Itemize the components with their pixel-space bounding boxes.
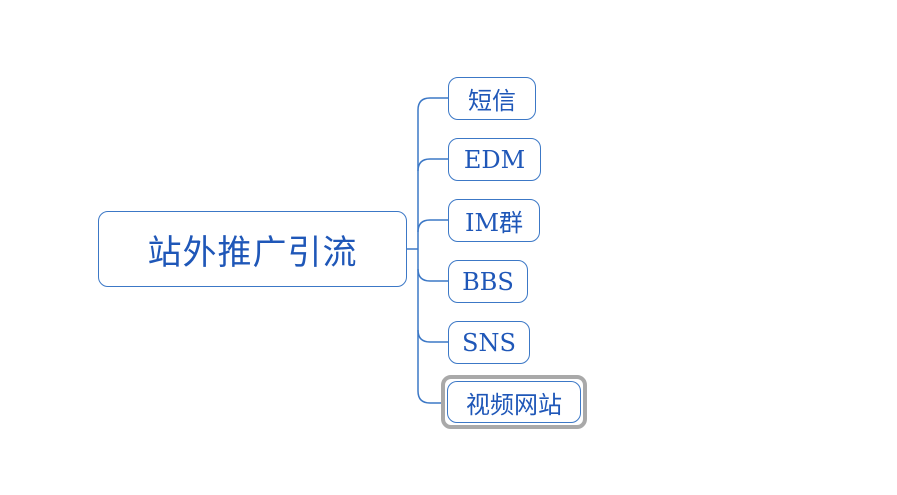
subtopic-sms[interactable]: 短信 — [448, 77, 536, 120]
subtopic-bbs-label: BBS — [462, 267, 514, 296]
branch-line-5 — [417, 390, 444, 404]
branch-line-4 — [417, 329, 448, 343]
subtopic-bbs[interactable]: BBS — [448, 260, 528, 303]
root-topic-label: 站外推广引流 — [147, 232, 358, 273]
subtopic-sns[interactable]: SNS — [448, 321, 530, 364]
subtopic-im-group[interactable]: IM群 — [448, 199, 540, 242]
subtopic-video-site[interactable]: 视频网站 — [447, 381, 581, 423]
subtopic-edm[interactable]: EDM — [448, 138, 541, 181]
subtopic-im-group-label: IM群 — [464, 209, 524, 237]
subtopic-sms-label: 短信 — [468, 87, 516, 115]
subtopic-video-site-label: 视频网站 — [466, 390, 562, 419]
subtopic-edm-label: EDM — [463, 145, 526, 174]
selection-frame: 视频网站 — [441, 375, 587, 429]
root-topic[interactable]: 站外推广引流 — [98, 211, 407, 287]
subtopic-sns-label: SNS — [462, 328, 516, 357]
branch-group — [406, 97, 448, 404]
branch-line-3 — [417, 268, 448, 282]
branch-line-1 — [417, 158, 448, 172]
branch-line-2 — [417, 219, 448, 233]
branch-line-0 — [417, 97, 448, 111]
